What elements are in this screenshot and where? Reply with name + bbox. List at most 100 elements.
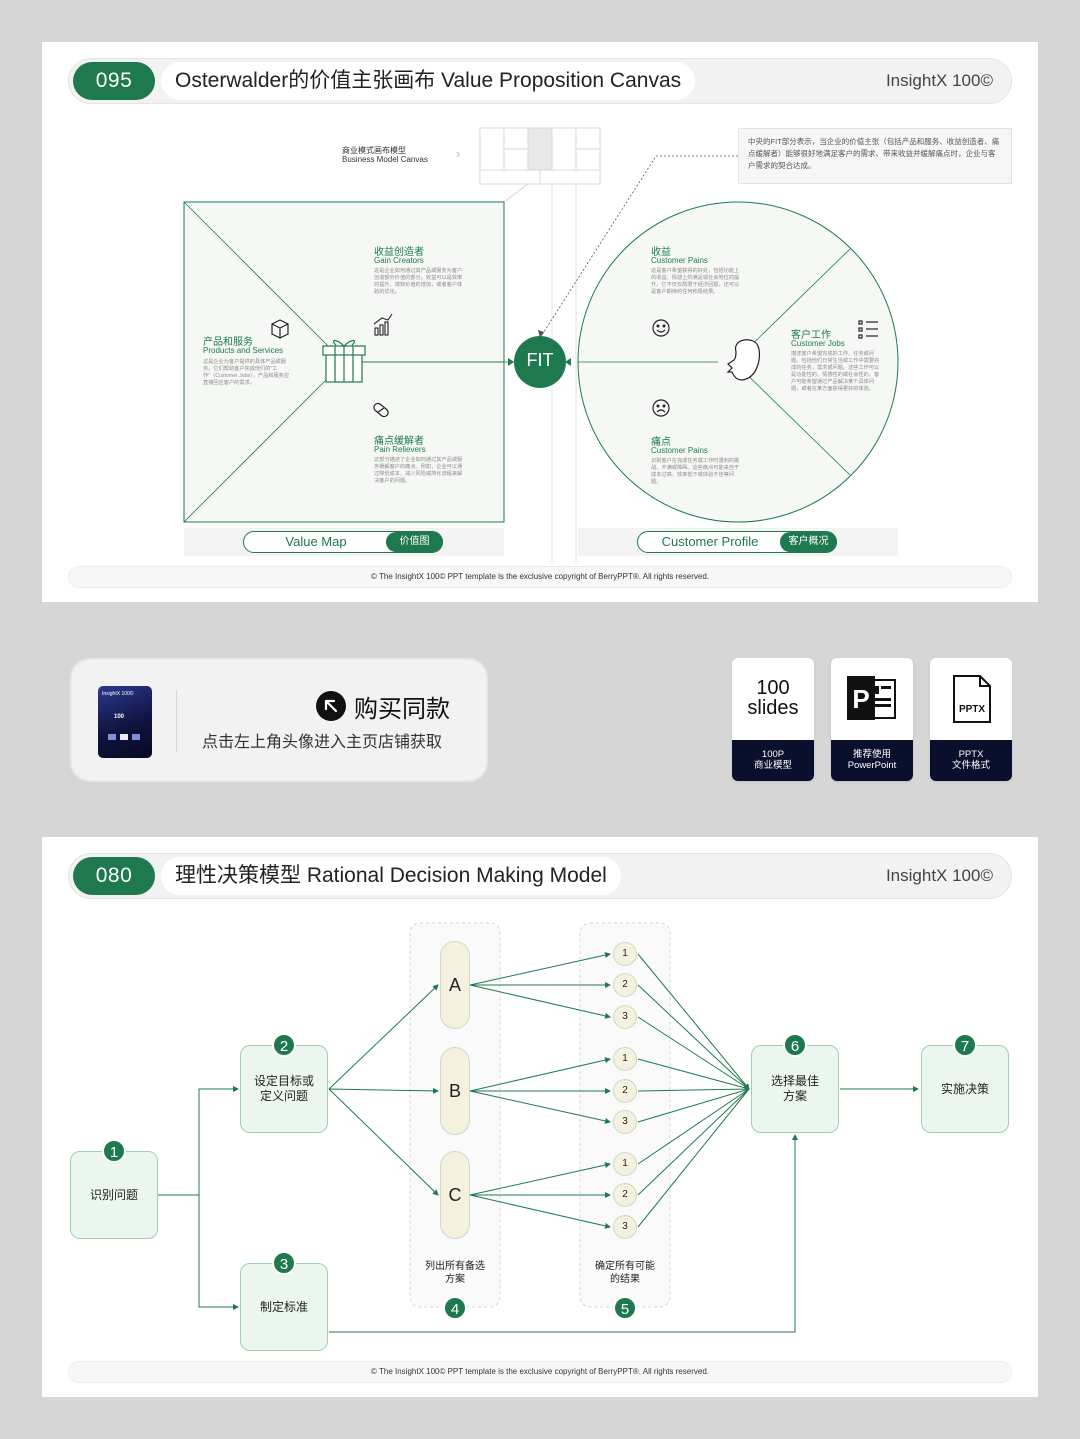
decision-flow-lines [158, 922, 919, 1333]
gains-title-cn: 收益 [651, 247, 671, 258]
slides-count-text: 100 slides [747, 677, 799, 719]
copyright-icon: © [371, 572, 377, 581]
customer-profile-pill-cn: 客户概况 [780, 532, 837, 552]
bmc-label-en: Business Model Canvas [342, 155, 428, 164]
value-map-pill-cn: 价值图 [386, 532, 443, 552]
customer-head-icon [726, 339, 761, 381]
step-6-badge: 6 [783, 1033, 807, 1057]
outcome-c-1: 1 [613, 1152, 637, 1176]
gains-title-en: Customer Pains [651, 256, 708, 265]
brand-label: InsightX 100© [885, 866, 993, 885]
bmc-grid [479, 127, 601, 185]
step-2-badge: 2 [272, 1033, 296, 1057]
slide-title: Osterwalder的价值主张画布 Value Proposition Can… [161, 62, 696, 100]
step-2-set-goals: 设定目标或 定义问题 [240, 1045, 328, 1133]
buy-label[interactable]: 购买同款 [354, 696, 450, 723]
brand-label: InsightX 100© [885, 71, 993, 90]
slide-number: 095 [73, 62, 155, 100]
copyright-text: The InsightX 100© PPT template is the ex… [378, 572, 709, 581]
pptx-caption: PPTX 文件格式 [930, 740, 1012, 781]
step-7-implement: 实施决策 [921, 1045, 1009, 1133]
value-map-pill: Value Map 价值图 [243, 531, 443, 553]
gain-creators-desc: 这是企业如何通过其产品或服务为客户创造额外价值的部分。收益可以是效率的提升、感知… [374, 268, 463, 295]
pptx-file-icon [953, 675, 991, 723]
step-4-label: 列出所有备选 方案 [425, 1261, 485, 1285]
promo-divider [176, 690, 177, 752]
cube-icon [271, 319, 289, 339]
fit-note: 中央的FIT部分表示，当企业的价值主张（包括产品和服务、收益创造者、痛点缓解者）… [738, 128, 1012, 184]
option-c: C [440, 1151, 470, 1239]
pain-relievers-title-en: Pain Relievers [374, 445, 426, 454]
step-1-label: 识别问题 [89, 1187, 138, 1202]
products-services-desc: 这是企业为客户提供的具体产品或服务。它们帮助客户完成他们的"工作"（Custom… [203, 359, 290, 386]
slide-title: 理性决策模型 Rational Decision Making Model [161, 857, 621, 895]
pain-relievers-desc: 这部分描述了企业如何通过其产品或服务缓解客户的痛点。例如，企业可以通过降低成本、… [374, 457, 463, 484]
pain-relievers-title-cn: 痛点缓解者 [374, 436, 424, 447]
customer-profile-pill: Customer Profile 客户概况 [637, 531, 837, 553]
pptx-card: PPTX PPTX 文件格式 [930, 658, 1012, 781]
pains-title-en: Customer Pains [651, 446, 708, 455]
chevron-right-icon: › [456, 146, 461, 161]
bmc-label-cn: 商业模式画布模型 [342, 146, 406, 155]
customer-profile-pill-en: Customer Profile [661, 534, 759, 549]
outcome-b-2: 2 [613, 1079, 637, 1103]
step-2-label: 设定目标或 定义问题 [253, 1074, 314, 1103]
copyright-footer: © The InsightX 100© PPT template is the … [68, 566, 1012, 588]
customer-jobs-title-cn: 客户工作 [791, 330, 831, 341]
slide-value-proposition-canvas: 095 Osterwalder的价值主张画布 Value Proposition… [42, 42, 1038, 602]
products-services-title-en: Products and Services [203, 346, 284, 355]
step-3-label: 制定标准 [259, 1299, 308, 1314]
gain-creators-title-en: Gain Creators [374, 256, 424, 265]
task-list-icon [858, 320, 878, 339]
step-5-label: 确定所有可能 的结果 [595, 1261, 655, 1285]
slide-header: 080 理性决策模型 Rational Decision Making Mode… [68, 853, 1012, 899]
gift-icon [322, 340, 366, 383]
pains-title-cn: 痛点 [651, 437, 671, 448]
step-3-set-criteria: 制定标准 [240, 1263, 328, 1351]
outcome-a-3: 3 [613, 1005, 637, 1029]
arrow-up-left-icon [316, 691, 346, 721]
purchase-promo-card[interactable]: InsightX 100© 100 购买同款 点击左上角头像进入主页店铺获取 [70, 658, 488, 782]
slides-count-card: 100 slides 100P 商业模型 [732, 658, 814, 781]
option-a: A [440, 941, 470, 1029]
book-mark: 100 [114, 714, 125, 720]
outcome-a-1: 1 [613, 942, 637, 966]
powerpoint-icon: P [847, 676, 896, 720]
gains-desc: 这是客户希望获得的好处，包括功能上的收益、情感上的满足或社会地位的提升。它不仅仅… [651, 268, 740, 295]
svg-text:P: P [852, 684, 869, 714]
product-book-cover: InsightX 100© 100 [98, 686, 152, 758]
outcome-b-1: 1 [613, 1047, 637, 1071]
step-5-badge: 5 [613, 1296, 637, 1320]
growth-chart-icon [373, 313, 393, 336]
outcome-b-3: 3 [613, 1110, 637, 1134]
outcome-c-3: 3 [613, 1215, 637, 1239]
step-1-badge: 1 [102, 1139, 126, 1163]
step-7-label: 实施决策 [940, 1081, 989, 1096]
step-1-identify-problem: 识别问题 [70, 1151, 158, 1239]
slide-number: 080 [73, 857, 155, 895]
step-4-badge: 4 [443, 1296, 467, 1320]
fit-label: FIT [526, 350, 554, 370]
smile-icon [652, 319, 670, 337]
powerpoint-caption: 推荐使用 PowerPoint [831, 740, 913, 781]
step-6-label: 选择最佳 方案 [770, 1074, 819, 1103]
value-map-pill-en: Value Map [285, 534, 347, 549]
outcome-c-2: 2 [613, 1183, 637, 1207]
outcome-a-2: 2 [613, 973, 637, 997]
pill-icon [373, 402, 389, 418]
step-7-badge: 7 [953, 1033, 977, 1057]
products-services-title-cn: 产品和服务 [203, 337, 253, 348]
frown-icon [652, 399, 670, 417]
buy-sub-label: 点击左上角头像进入主页店铺获取 [202, 734, 443, 751]
gain-creators-title-cn: 收益创造者 [374, 247, 424, 258]
customer-jobs-title-en: Customer Jobs [791, 339, 845, 348]
copyright-icon: © [371, 1367, 377, 1376]
slide-header: 095 Osterwalder的价值主张画布 Value Proposition… [68, 58, 1012, 104]
fit-note-text: 中央的FIT部分表示，当企业的价值主张（包括产品和服务、收益创造者、痛点缓解者）… [748, 137, 1000, 170]
powerpoint-card: P 推荐使用 PowerPoint [831, 658, 913, 781]
slide-rational-decision-model: 080 理性决策模型 Rational Decision Making Mode… [42, 837, 1038, 1397]
copyright-footer: © The InsightX 100© PPT template is the … [68, 1361, 1012, 1383]
copyright-text: The InsightX 100© PPT template is the ex… [378, 1367, 709, 1376]
book-title: InsightX 100© [102, 691, 134, 697]
slides-count-caption: 100P 商业模型 [732, 740, 814, 781]
